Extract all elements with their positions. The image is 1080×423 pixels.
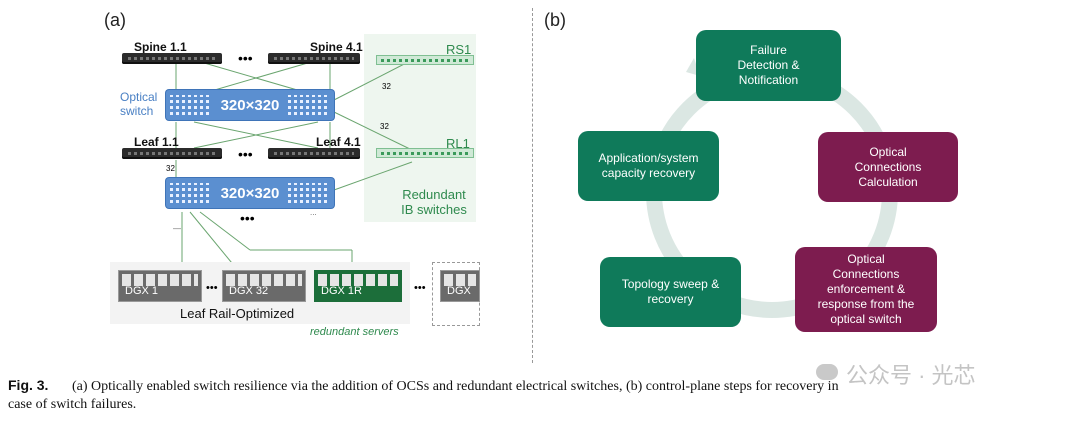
- dgx-ellipsis-1: •••: [206, 282, 218, 294]
- step-failure-detection: Failure Detection & Notification: [696, 30, 841, 101]
- panel-a-label: (a): [104, 10, 126, 30]
- figure-caption: Fig. 3. (a) Optically enabled switch res…: [8, 377, 1072, 395]
- step5-line2: capacity recovery: [601, 166, 696, 180]
- caption-fig-number: Fig. 3.: [8, 377, 49, 393]
- step2-line3: Calculation: [858, 174, 918, 189]
- ocs-bottom: 320×320: [166, 178, 334, 208]
- spine-left-label: Spine 1.1: [134, 40, 187, 54]
- step-capacity-recovery: Application/system capacity recovery: [578, 131, 719, 201]
- dgx32-server: DGX 32: [222, 270, 306, 302]
- redundant-area: [364, 34, 476, 222]
- link-32-a: 32: [382, 82, 391, 91]
- step3-line3: enforcement &: [826, 282, 906, 296]
- optical-label-line1: Optical: [120, 90, 158, 104]
- step-topology-sweep: Topology sweep & recovery: [600, 257, 741, 327]
- optical-label-line2: switch: [120, 104, 154, 118]
- ocs-ellipsis: •••: [240, 210, 255, 226]
- ocs-bottom-label: 320×320: [220, 184, 280, 202]
- spine-right-switch: [268, 53, 360, 64]
- leaf-ellipsis: •••: [238, 146, 253, 162]
- leaf-left-switch: [122, 148, 222, 159]
- step5-line1: Application/system: [598, 151, 699, 165]
- panel-b-label: (b): [544, 10, 566, 30]
- spine-ellipsis: •••: [238, 50, 253, 66]
- dgx-ellipsis-2: •••: [414, 282, 426, 294]
- step3-line5: optical switch: [830, 312, 902, 326]
- rl1-label: RL1: [446, 136, 470, 151]
- step4-line1: Topology sweep &: [621, 277, 720, 291]
- link-32-c: 32: [166, 164, 175, 173]
- step-optical-calculation: Optical Connections Calculation: [818, 132, 958, 202]
- leaf-rail-label: Leaf Rail-Optimized: [180, 306, 295, 321]
- redundant-line2: IB switches: [401, 202, 467, 217]
- ocs-top: 320×320: [166, 90, 334, 120]
- dgx1-server: DGX 1: [118, 270, 202, 302]
- redundant-ib-label: Redundant IB switches: [394, 187, 474, 217]
- step1-line3: Notification: [738, 73, 799, 87]
- step1-line1: Failure: [750, 43, 787, 57]
- step3-line4: response from the: [817, 297, 915, 311]
- dgx1-label: DGX 1: [125, 285, 159, 297]
- dgx-extra-server: DGX: [440, 270, 480, 302]
- spine-right-label: Spine 4.1: [310, 40, 363, 54]
- dgx32-label: DGX 32: [229, 285, 269, 297]
- ocs-top-label: 320×320: [220, 96, 280, 114]
- dgx-extra-label: DGX: [447, 285, 471, 297]
- step-optical-enforcement: Optical Connections enforcement & respon…: [795, 247, 937, 332]
- panel-divider: [532, 8, 533, 363]
- caption-line1: (a) Optically enabled switch resilience …: [71, 379, 839, 394]
- small-dash: —: [173, 224, 181, 233]
- link-32-b: 32: [380, 122, 389, 131]
- optical-switch-label: Optical switch: [120, 90, 157, 118]
- step4-line2: recovery: [647, 292, 694, 306]
- leaf-right-switch: [268, 148, 360, 159]
- rs1-switch: [376, 55, 474, 65]
- step3-line1: Optical: [847, 252, 885, 266]
- step2-line1: Optical: [869, 144, 907, 159]
- step2-line2: Connections: [854, 159, 922, 174]
- rs1-label: RS1: [446, 42, 472, 57]
- dgx1r-label: DGX 1R: [321, 285, 362, 297]
- spine-left-switch: [122, 53, 222, 64]
- redundant-line1: Redundant: [402, 187, 466, 202]
- wechat-icon: [816, 364, 838, 380]
- leaf-left-label: Leaf 1.1: [134, 135, 179, 149]
- watermark-text: 公众号 · 光芯: [846, 363, 976, 388]
- step3-line2: Connections: [832, 267, 900, 281]
- dgx1r-server: DGX 1R: [314, 270, 402, 302]
- redundant-servers-label: redundant servers: [310, 326, 399, 338]
- caption-line2: case of switch failures.: [8, 397, 137, 412]
- leaf-right-label: Leaf 4.1: [316, 135, 361, 149]
- rl1-switch: [376, 148, 474, 158]
- step1-line2: Detection &: [737, 58, 800, 72]
- small-dots: ...: [310, 208, 317, 217]
